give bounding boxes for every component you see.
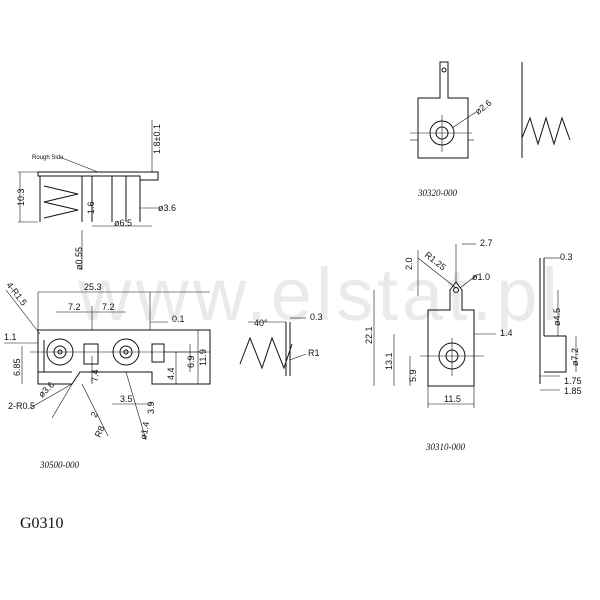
drawing-30310-front: 2.0 R1.25 2.7 ø1.0 22.1 13.1 5.9 1.4 11.… [364,238,513,408]
dim-mid-1-6: 1.6 [86,201,96,214]
dim-3-9: 3.9 [146,401,156,414]
dim-dia-1-4: ø1.4 [138,421,151,440]
dim-side-0-3: 0.3 [560,252,573,262]
dim-bottom-3-5: 3.5 [120,394,133,404]
drawing-30310-side: 0.3 ø4.5 ø7.2 1.75 1.85 [539,252,582,396]
dim-22-1: 22.1 [364,326,374,344]
dim-r8: R8 [93,424,107,439]
drawing-30320-front: ø2.6 [410,61,493,159]
dim-dia-3-6: ø3.6 [36,380,56,400]
dim-right-7-2: 7.2 [102,302,115,312]
dim-11-9: 11.9 [198,349,208,366]
dim-2-r0-5: 2-R0.5 [8,401,35,411]
dim-edge-0-1: 0.1 [172,314,185,324]
note-rough-side: Rough Side [32,155,64,161]
dim-left-7-2: 7.2 [68,302,81,312]
drawing-30500: 25.3 7.2 7.2 0.1 4-R1.5 1.1 6.85 ø3.6 2-… [4,280,211,440]
dim-height-10-3: 10.3 [16,188,26,206]
dim-side-1-75: 1.75 [564,376,582,386]
caption-30310: 30310-000 [425,442,465,452]
dim-side-7-2: ø7.2 [570,348,580,366]
dim-left-1-1: 1.1 [4,332,17,342]
dim-6-9: 6.9 [186,355,196,368]
dim-angle-40: 40° [254,318,268,328]
dim-pin-3-6: ø3.6 [158,203,176,213]
dim-7-4: 7.4 [90,369,100,382]
dim-thickness-0-3: 0.3 [310,312,323,322]
dim-r1: R1 [308,348,320,358]
product-code: G0310 [20,515,64,532]
dim-side-1-85: 1.85 [564,386,582,396]
dim-width-11-5: 11.5 [444,394,461,404]
dim-1-4: 1.4 [500,328,513,338]
caption-30500: 30500-000 [39,460,79,470]
dim-2-0: 2.0 [404,257,414,270]
drawing-spring-detail: 40° 0.3 R1 [239,312,323,376]
drawing-side-view: Rough Side 10.3 1.8±0.1 1.6 ø3.6 ø6.5 ø0… [16,120,176,270]
dim-6-85: 6.85 [12,358,22,376]
dim-2-7: 2.7 [480,238,493,248]
dim-base-6-5: ø6.5 [114,218,132,228]
dim-4-4: 4.4 [166,367,176,380]
drawing-30320-spring [521,62,571,158]
dim-hole-1-0: ø1.0 [472,272,490,282]
caption-30320: 30320-000 [417,188,457,198]
dim-13-1: 13.1 [384,352,394,370]
dim-slot-2: 2 [89,410,100,419]
dim-bottom-0-55: ø0.55 [74,247,84,270]
dim-5-9: 5.9 [408,369,418,382]
dim-top-1-8: 1.8±0.1 [152,124,162,154]
dim-hole-30320: ø2.6 [473,98,493,117]
dim-width-25-3: 25.3 [84,282,102,292]
dim-side-4-5: ø4.5 [552,308,562,326]
